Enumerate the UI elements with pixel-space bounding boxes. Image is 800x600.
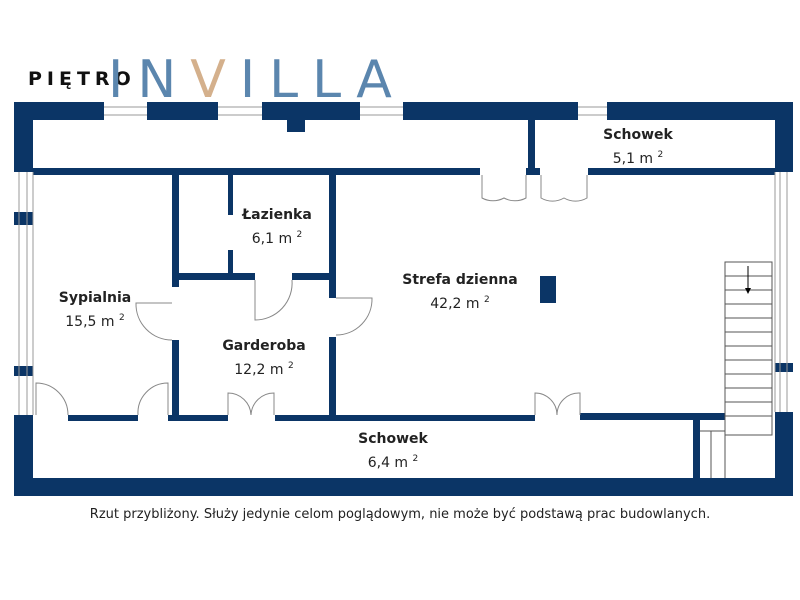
logo-part: IN bbox=[108, 50, 191, 110]
logo-accent: V bbox=[190, 50, 240, 110]
walls bbox=[14, 102, 793, 496]
floor-label: PIĘTRO bbox=[28, 68, 136, 90]
windows bbox=[18, 106, 788, 415]
stairs bbox=[700, 261, 773, 478]
invilla-logo: INVILLA bbox=[108, 50, 406, 110]
chimney bbox=[287, 120, 305, 132]
doors bbox=[35, 175, 588, 416]
stairs-arrow-icon bbox=[745, 288, 751, 294]
logo-part: ILLA bbox=[239, 50, 406, 110]
disclaimer-caption: Rzut przybliżony. Służy jedynie celom po… bbox=[89, 507, 711, 522]
